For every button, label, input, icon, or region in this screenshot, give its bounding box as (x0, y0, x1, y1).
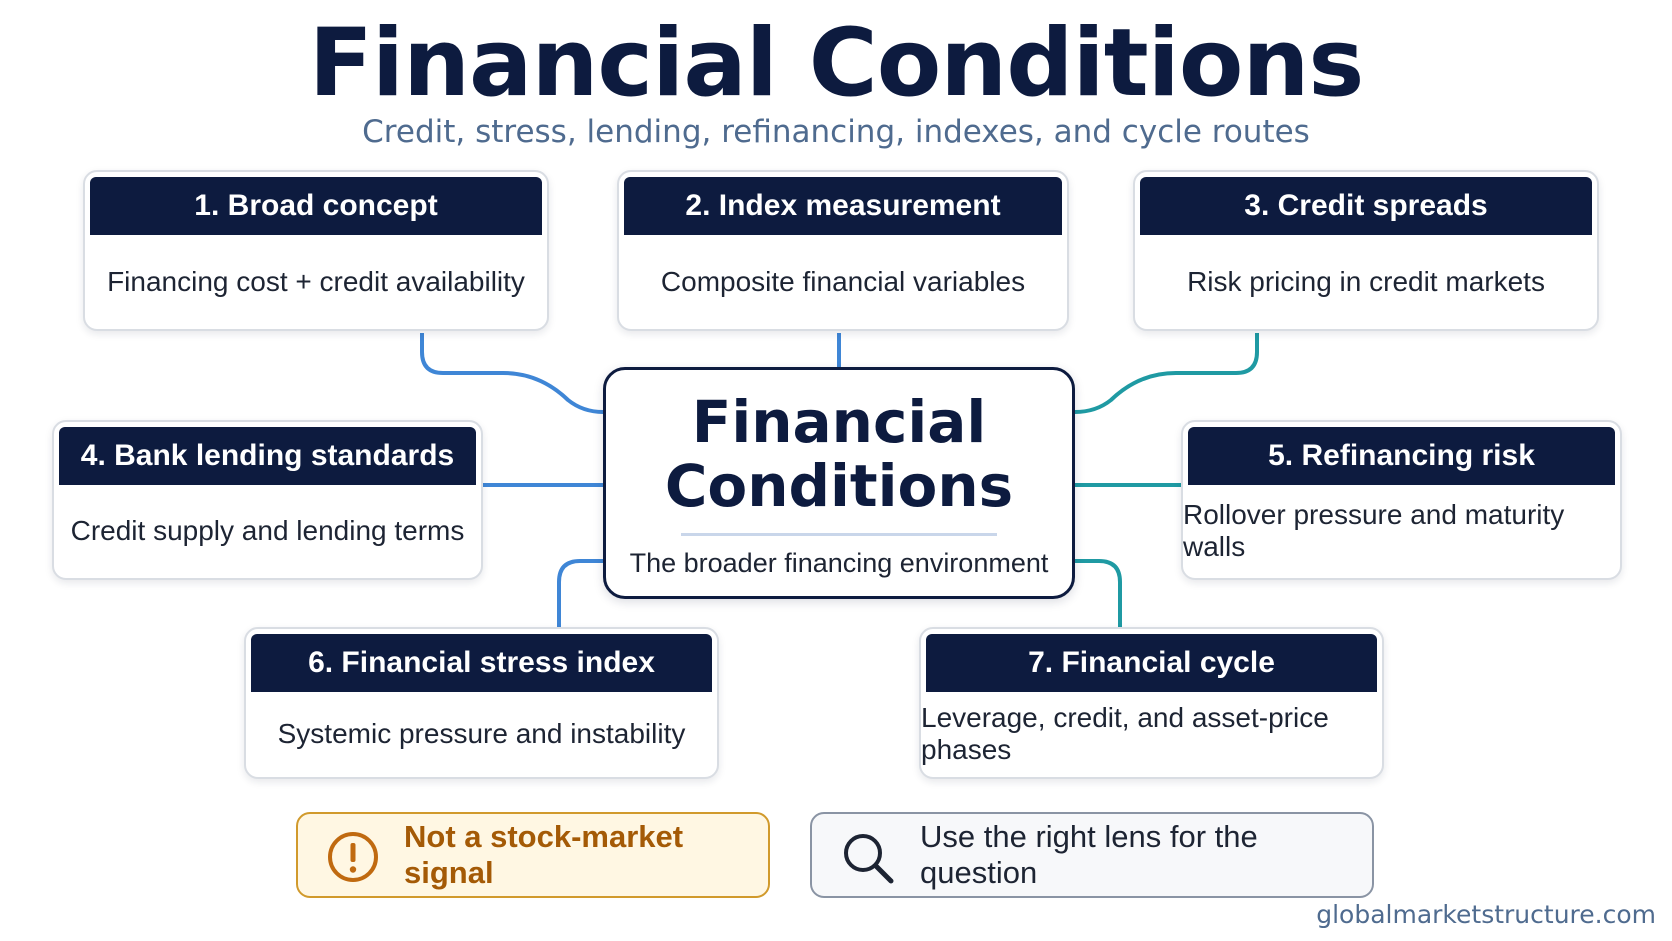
card-broad-concept: 1. Broad concept Financing cost + credit… (83, 170, 549, 331)
card-text: Composite financial variables (660, 265, 1026, 297)
card-bank-lending-standards: 4. Bank lending standards Credit supply … (52, 420, 483, 580)
card-text: Systemic pressure and instability (277, 718, 686, 749)
page-subtitle: Credit, stress, lending, refinancing, in… (362, 114, 1310, 150)
card-credit-spreads: 3. Credit spreads Risk pricing in credit… (1133, 170, 1599, 331)
card-text: Leverage, credit, and asset-price phases (921, 702, 1329, 765)
card-text: Credit supply and lending terms (70, 515, 465, 546)
page-title: Financial Conditions (308, 9, 1365, 118)
central-node: Financial Conditions The broader financi… (603, 367, 1075, 599)
card-text: Risk pricing in credit markets (1187, 265, 1545, 297)
card-text: Financing cost + credit availability (107, 265, 525, 297)
warning-note-text: Not a stock-market signal (404, 819, 684, 890)
footer-site: globalmarketstructure.com (1316, 900, 1656, 929)
central-node-subtitle: The broader financing environment (629, 548, 1049, 578)
card-index-measurement: 2. Index measurement Composite financial… (617, 170, 1069, 331)
card-title: 6. Financial stress index (251, 634, 712, 692)
card-financial-stress-index: 6. Financial stress index Systemic press… (244, 627, 719, 779)
central-node-title: Financial Conditions (606, 390, 1072, 518)
card-title: 7. Financial cycle (926, 634, 1377, 692)
exclamation-icon (328, 832, 378, 882)
central-divider (681, 533, 997, 536)
card-refinancing-risk: 5. Refinancing risk Rollover pressure an… (1181, 420, 1622, 580)
card-title: 5. Refinancing risk (1188, 427, 1615, 485)
card-title: 2. Index measurement (624, 177, 1062, 235)
connector-3 (1074, 333, 1259, 414)
card-title: 1. Broad concept (90, 177, 542, 235)
connector-6 (557, 559, 603, 627)
connector-1 (420, 333, 604, 414)
lens-note-text: Use the right lens for the question (920, 819, 1258, 890)
warning-note: Not a stock-market signal (296, 812, 770, 898)
central-title-line-1: Financial (691, 388, 987, 456)
lens-note: Use the right lens for the question (810, 812, 1374, 898)
magnifier-icon (844, 834, 894, 884)
central-title-line-2: Conditions (664, 452, 1014, 520)
card-financial-cycle: 7. Financial cycle Leverage, credit, and… (919, 627, 1384, 779)
card-text: Rollover pressure and maturity walls (1183, 499, 1565, 562)
connector-7 (1075, 559, 1122, 627)
card-title: 3. Credit spreads (1140, 177, 1592, 235)
card-title: 4. Bank lending standards (59, 427, 476, 485)
